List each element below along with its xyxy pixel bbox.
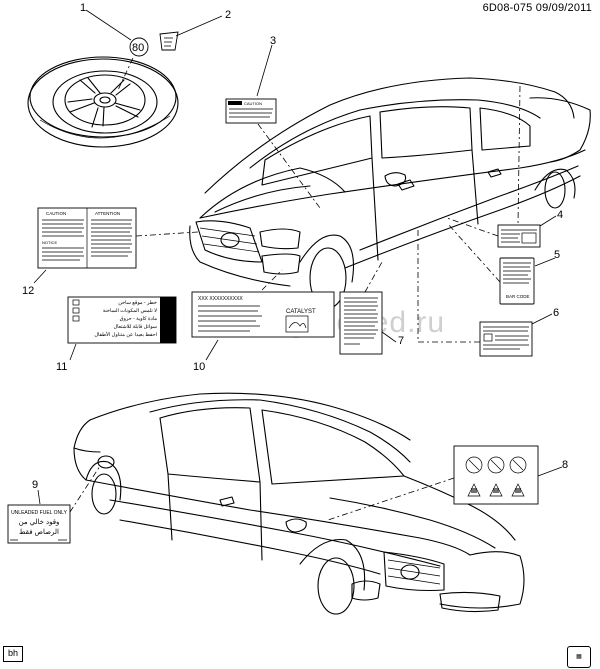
bar-code-text: BAR CODE bbox=[506, 294, 530, 299]
callout-3: 3 bbox=[270, 35, 276, 47]
label-emission-catalyst: XXX XXXXXXXXXX CATALYST bbox=[191, 291, 335, 338]
arabic-line-2: لا تلمس المكونات الساخنة bbox=[103, 308, 157, 314]
corner-tag: bh bbox=[3, 646, 24, 662]
fuel-english: UNLEADED FUEL ONLY bbox=[11, 510, 68, 516]
callout-2: 2 bbox=[225, 9, 231, 21]
attention-right-title: ATTENTION bbox=[95, 211, 120, 216]
publisher-logo-icon: ▦ bbox=[567, 646, 591, 668]
diagram-code: 6D08-075 09/09/2011 bbox=[482, 2, 592, 14]
arabic-line-4: سوائل قابلة للاشتعال bbox=[113, 324, 157, 330]
sedan-side-view bbox=[73, 392, 525, 615]
label-door-jamb-7 bbox=[339, 291, 383, 355]
arabic-line-5: احفظ بعيدا عن متناول الأطفال bbox=[94, 330, 157, 338]
label-fuel-9: UNLEADED FUEL ONLY وقود خالي من الرصاص ف… bbox=[7, 504, 71, 544]
fuel-arabic-2: الرصاص فقط bbox=[19, 528, 59, 536]
callout-4: 4 bbox=[557, 209, 563, 221]
tire-speed-value: 80 bbox=[132, 42, 144, 54]
callout-11: 11 bbox=[56, 361, 67, 373]
callout-12: 12 bbox=[22, 285, 34, 297]
label-tire-pressure-6 bbox=[479, 321, 533, 357]
arabic-line-3: مادة كاوية - حروق bbox=[120, 316, 158, 322]
callout-8: 8 bbox=[562, 459, 568, 471]
emission-header: XXX XXXXXXXXXX bbox=[198, 296, 243, 302]
tire-pressure-label: 80 bbox=[129, 37, 149, 57]
label-caution-attention: CAUTION ATTENTION NOTICE bbox=[37, 207, 137, 269]
label-bar-code-5: BAR CODE bbox=[499, 257, 535, 305]
emission-catalyst: CATALYST bbox=[286, 309, 316, 315]
caution-left-title: CAUTION bbox=[46, 211, 66, 216]
callout-1: 1 bbox=[80, 2, 86, 14]
top-caution-title: CAUTION bbox=[244, 101, 262, 106]
callout-10: 10 bbox=[193, 361, 205, 373]
callout-5: 5 bbox=[554, 249, 560, 261]
callout-9: 9 bbox=[32, 479, 38, 491]
callout-6: 6 bbox=[553, 307, 559, 319]
label-door-pillar-4 bbox=[497, 224, 541, 248]
label-arabic-warning: خطر - موقع ساخن لا تلمس المكونات الساخنة… bbox=[67, 296, 177, 344]
arabic-line-1: خطر - موقع ساخن bbox=[118, 300, 157, 306]
label-hood-caution: CAUTION bbox=[225, 98, 277, 124]
callout-7: 7 bbox=[398, 335, 404, 347]
sedan-front-view bbox=[189, 77, 591, 309]
spare-wheel bbox=[27, 56, 179, 148]
notice-text: NOTICE bbox=[42, 240, 57, 245]
fuel-arabic-1: وقود خالي من bbox=[19, 518, 60, 526]
tire-warning-tag bbox=[159, 31, 179, 51]
label-pictogram-8 bbox=[453, 445, 539, 505]
